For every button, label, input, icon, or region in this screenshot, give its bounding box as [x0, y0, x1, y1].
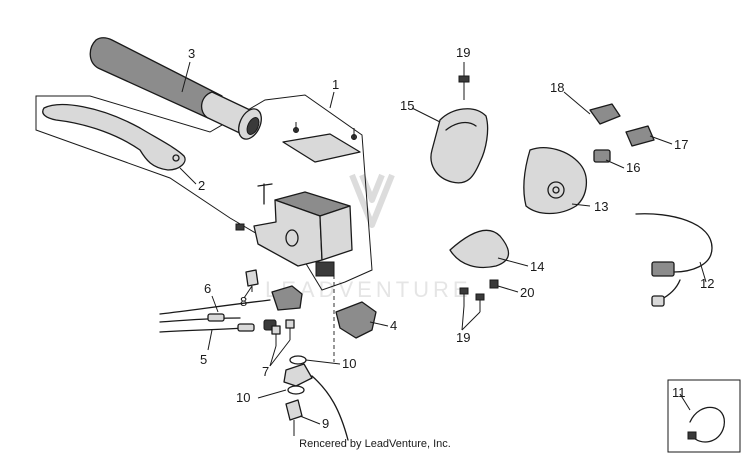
- callout-18: 18: [550, 80, 564, 95]
- callout-20: 20: [520, 285, 534, 300]
- leader-lines: [179, 61, 707, 425]
- bleeder-screw: [245, 269, 259, 292]
- screws-lower: [459, 279, 499, 312]
- brake-light-switch: [159, 285, 303, 333]
- screw-upper: [458, 75, 470, 100]
- callout-12: 12: [700, 276, 714, 291]
- handlebar-grip: [89, 37, 262, 140]
- wiring-harness: [635, 213, 713, 307]
- switch-button-18: [589, 103, 621, 125]
- callout-15: 15: [400, 98, 414, 113]
- callout-10-lower: 10: [236, 390, 250, 405]
- master-cylinder: [235, 122, 361, 277]
- brake-lever: [42, 103, 186, 171]
- callout-19-lower: 19: [456, 330, 470, 345]
- clamp: [333, 268, 377, 362]
- callout-9: 9: [322, 416, 329, 431]
- screws: [271, 319, 295, 346]
- callout-1: 1: [332, 77, 339, 92]
- callout-4: 4: [390, 318, 397, 333]
- callout-14: 14: [530, 259, 544, 274]
- callout-8: 8: [240, 294, 247, 309]
- assembly-outline: [35, 94, 373, 291]
- callout-17: 17: [674, 137, 688, 152]
- switch-cover-upper: [430, 108, 489, 184]
- inset-box-11: [667, 379, 741, 453]
- switch-button-17: [625, 125, 655, 147]
- callout-2: 2: [198, 178, 205, 193]
- switch-cover-lower: [449, 229, 510, 269]
- footer-credit: Rencered by LeadVenture, Inc.: [299, 438, 451, 450]
- callout-16: 16: [626, 160, 640, 175]
- callout-6: 6: [204, 281, 211, 296]
- switch-housing: [523, 147, 587, 215]
- callout-10-upper: 10: [342, 356, 356, 371]
- callout-11: 11: [672, 385, 686, 400]
- callout-13: 13: [594, 199, 608, 214]
- callout-5: 5: [200, 352, 207, 367]
- switch-button-16: [593, 149, 611, 163]
- banjo-bolt: [283, 355, 349, 441]
- callout-19-upper: 19: [456, 45, 470, 60]
- callout-7: 7: [262, 364, 269, 379]
- callout-3: 3: [188, 46, 195, 61]
